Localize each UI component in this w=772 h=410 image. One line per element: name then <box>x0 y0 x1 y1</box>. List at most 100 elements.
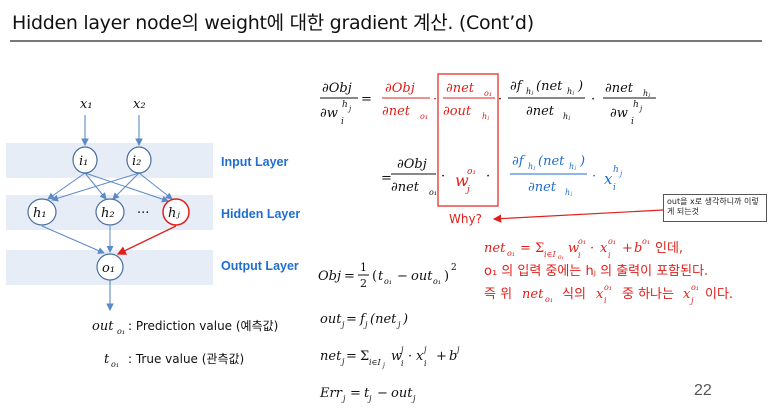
svg-text:j: j <box>399 345 404 354</box>
svg-text:∂net: ∂net <box>605 81 634 96</box>
node-i1: i₁ <box>72 146 98 174</box>
svg-text:b: b <box>449 349 457 364</box>
node-hj: hⱼ <box>162 198 190 226</box>
page-number: 22 <box>694 382 712 399</box>
svg-text:t: t <box>378 269 384 284</box>
svg-text:∂f: ∂f <box>510 79 524 94</box>
svg-text:·: · <box>498 92 502 107</box>
svg-text:=: = <box>350 386 361 401</box>
svg-text:(net: (net <box>538 154 565 169</box>
svg-text:b: b <box>634 241 642 256</box>
title-divider <box>10 40 762 42</box>
svg-text:out: out <box>320 312 342 327</box>
svg-text:o₁: o₁ <box>467 167 476 177</box>
svg-text:i: i <box>424 359 427 368</box>
svg-text:i: i <box>604 296 607 305</box>
svg-text:): ) <box>577 79 583 94</box>
svg-text:j: j <box>455 345 460 354</box>
svg-text:이다.: 이다. <box>705 287 733 302</box>
input-layer-label: Input Layer <box>221 155 289 169</box>
svg-text:j: j <box>341 394 346 403</box>
svg-text:·: · <box>592 169 596 184</box>
svg-text:t: t <box>364 386 370 401</box>
svg-text:∂w: ∂w <box>610 106 628 121</box>
svg-text:): ) <box>444 269 449 284</box>
input-layer-band <box>6 143 213 178</box>
svg-text:i: i <box>631 117 634 127</box>
svg-text:o₁: o₁ <box>117 327 125 336</box>
svg-text:o₁: o₁ <box>507 249 515 258</box>
svg-text:Σ: Σ <box>360 349 369 364</box>
node-h2: h₂ <box>95 198 125 226</box>
svg-text:(net: (net <box>370 312 397 327</box>
svg-text:h₂: h₂ <box>101 206 115 221</box>
svg-text:j: j <box>363 320 368 329</box>
svg-text:hⱼ: hⱼ <box>643 89 651 98</box>
svg-text:hⱼ: hⱼ <box>567 87 575 96</box>
svg-text:net: net <box>320 349 342 364</box>
svg-text:x: x <box>596 287 604 302</box>
svg-text:=: = <box>361 92 372 107</box>
svg-text:∂net: ∂net <box>446 81 475 96</box>
svg-text:: Prediction value (예측값): : Prediction value (예측값) <box>128 319 278 333</box>
svg-text:∂net: ∂net <box>382 104 411 119</box>
explanation-line2: o₁ 의 입력 중에는 hⱼ 의 출력이 포함된다. <box>484 264 708 279</box>
highlight-box <box>437 73 499 207</box>
svg-text:j: j <box>340 320 345 329</box>
svg-text:·: · <box>591 92 595 107</box>
svg-text:o₁: o₁ <box>420 112 428 121</box>
svg-text:h: h <box>613 165 619 175</box>
svg-text:w: w <box>568 241 579 256</box>
svg-text:j: j <box>618 170 623 178</box>
svg-text:1: 1 <box>360 261 367 274</box>
svg-text:∂Obj: ∂Obj <box>385 81 415 96</box>
node-o1: o₁ <box>96 253 124 281</box>
edge-h1-o1 <box>41 225 105 254</box>
input-hidden-edges <box>47 172 173 203</box>
svg-text:·: · <box>408 349 412 364</box>
legend-prediction: out o₁ : Prediction value (예측값) <box>92 319 278 336</box>
svg-text:j: j <box>638 105 643 113</box>
svg-text:: True value (관측값): : True value (관측값) <box>128 352 244 366</box>
svg-text:j: j <box>396 320 401 329</box>
svg-text:i∈I: i∈I <box>544 250 556 259</box>
svg-text:hⱼ: hⱼ <box>528 162 536 171</box>
hidden-ellipsis: ··· <box>137 206 149 221</box>
svg-text:식의: 식의 <box>562 287 586 302</box>
svg-text:Obj: Obj <box>318 269 341 284</box>
svg-text:w: w <box>455 171 469 190</box>
svg-text:i: i <box>613 183 616 193</box>
svg-text:net: net <box>522 287 544 302</box>
svg-text:i: i <box>608 251 611 260</box>
svg-text:·: · <box>441 169 445 184</box>
svg-text:i: i <box>341 117 344 127</box>
svg-text:=: = <box>520 241 531 256</box>
svg-text:i: i <box>401 359 404 368</box>
svg-text:hⱼ: hⱼ <box>563 112 571 121</box>
error-equation: Err j = t j − out j <box>319 386 416 403</box>
svg-text:i∈I: i∈I <box>369 358 381 367</box>
svg-text:+: + <box>436 349 447 364</box>
svg-text:=: = <box>344 269 355 284</box>
svg-text:즉 위: 즉 위 <box>484 287 512 302</box>
svg-text:j: j <box>465 185 470 195</box>
svg-text:=: = <box>346 312 357 327</box>
svg-text:j: j <box>422 345 427 354</box>
svg-text:j: j <box>689 296 694 305</box>
svg-text:out: out <box>411 269 433 284</box>
svg-text:o₁: o₁ <box>691 283 699 292</box>
svg-text:h: h <box>342 100 348 110</box>
svg-text:out: out <box>391 386 413 401</box>
annotation-note: out을 x로 생각하니까 이렇게 되는것 <box>663 194 767 222</box>
svg-text:): ) <box>402 312 408 327</box>
svg-text:Σ: Σ <box>535 241 544 256</box>
svg-text:hⱼ: hⱼ <box>168 206 180 221</box>
svg-text:=: = <box>346 349 357 364</box>
svg-text:h₁: h₁ <box>33 206 47 221</box>
svg-text:중 하나는: 중 하나는 <box>622 287 674 302</box>
svg-text:o₁: o₁ <box>545 295 553 304</box>
svg-text:∂w: ∂w <box>320 106 338 121</box>
svg-text:j: j <box>381 362 385 369</box>
svg-text:o₁: o₁ <box>608 237 616 246</box>
